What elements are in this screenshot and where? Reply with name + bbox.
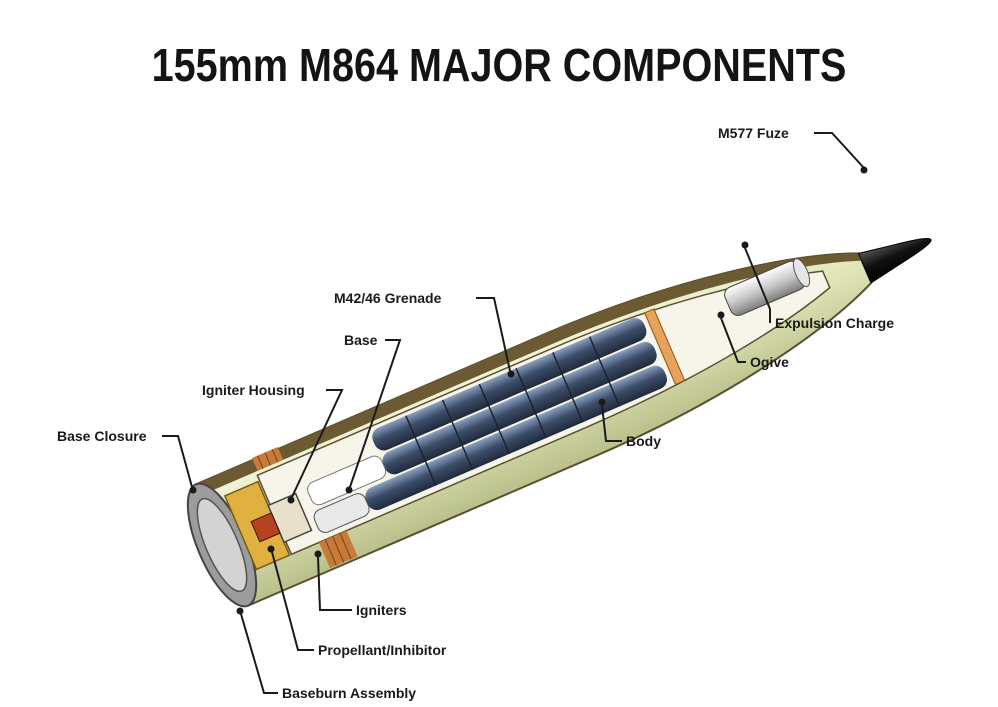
label-igniters: Igniters — [356, 602, 407, 618]
label-ogive: Ogive — [750, 354, 789, 370]
label-grenade: M42/46 Grenade — [334, 290, 442, 306]
label-fuze: M577 Fuze — [718, 125, 789, 141]
label-propellant-inhibitor: Propellant/Inhibitor — [318, 642, 447, 658]
label-expulsion-charge: Expulsion Charge — [775, 315, 894, 331]
projectile — [186, 237, 932, 608]
fuze — [857, 237, 932, 284]
igniters — [250, 512, 281, 543]
leader-lines — [162, 132, 868, 694]
expulsion-charge — [724, 258, 811, 316]
label-igniter-housing: Igniter Housing — [202, 382, 305, 398]
rotating-bands — [252, 446, 358, 569]
label-body: Body — [626, 433, 661, 449]
base — [644, 308, 686, 386]
diagram-title: 155mm M864 MAJOR COMPONENTS — [151, 39, 847, 91]
label-base: Base — [344, 332, 378, 348]
label-baseburn-assembly: Baseburn Assembly — [282, 685, 416, 701]
label-base-closure: Base Closure — [57, 428, 147, 444]
grenade-stacks — [307, 318, 667, 533]
